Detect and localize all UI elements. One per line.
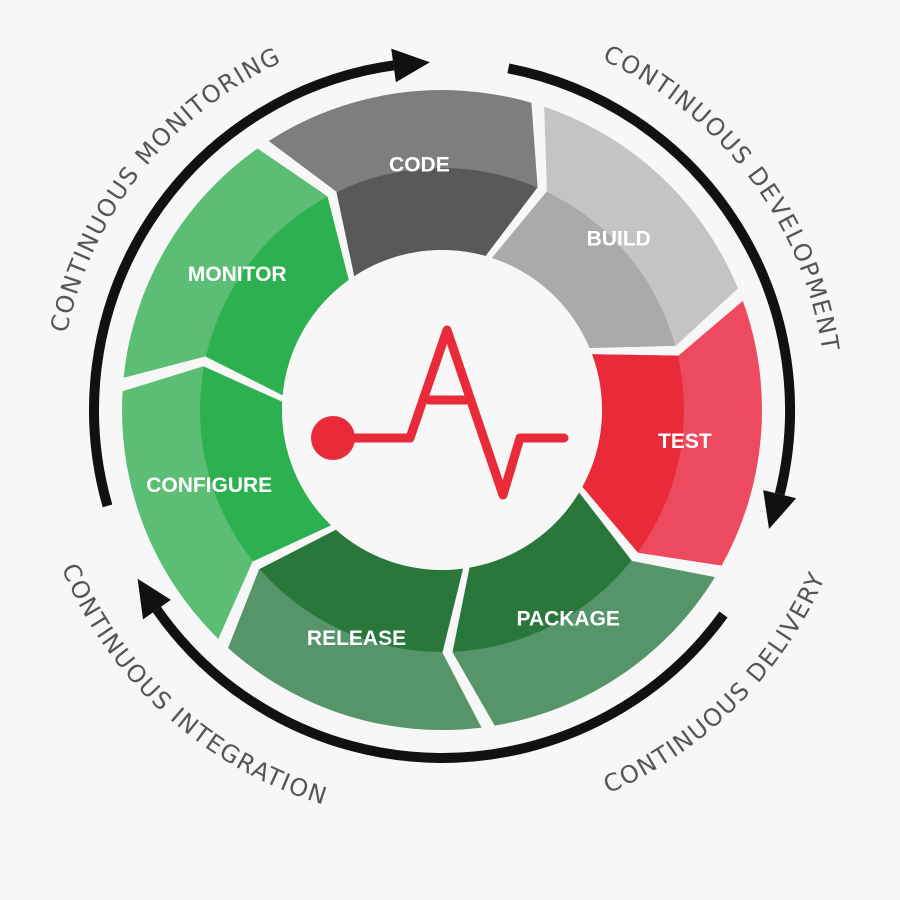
stage-configure-inner (199, 366, 332, 562)
arrowhead-icon (763, 490, 797, 529)
stage-package (452, 492, 715, 726)
stage-label-monitor: MONITOR (188, 263, 287, 286)
stage-code (268, 90, 538, 277)
stage-configure (122, 366, 332, 639)
stage-code-inner (336, 167, 538, 277)
stage-build (491, 106, 738, 348)
stage-build-inner (491, 191, 676, 348)
pulse-a-logo-icon (311, 325, 569, 500)
stage-test-inner (582, 354, 685, 553)
arrow-monitoring-to-code (89, 48, 430, 508)
arrowhead-icon (391, 48, 430, 83)
stage-label-package: PACKAGE (516, 608, 619, 631)
stage-label-code: CODE (389, 154, 450, 177)
arrow-delivery-integration (137, 578, 728, 763)
stage-release (228, 529, 482, 731)
stage-label-release: RELEASE (307, 627, 406, 650)
stage-label-build: BUILD (587, 228, 651, 251)
arrowhead-icon (137, 578, 171, 620)
stage-monitor (123, 148, 349, 396)
outer-cycle-arrows (89, 48, 797, 763)
arrow-development (507, 63, 797, 529)
stage-label-test: TEST (658, 430, 712, 453)
stage-package-inner (452, 492, 632, 652)
stage-monitor-inner (205, 196, 349, 396)
stage-label-configure: CONFIGURE (146, 474, 272, 497)
stage-release-inner (259, 529, 463, 653)
stage-ring (122, 90, 762, 731)
stage-test (582, 300, 762, 566)
center-circle (282, 250, 602, 570)
